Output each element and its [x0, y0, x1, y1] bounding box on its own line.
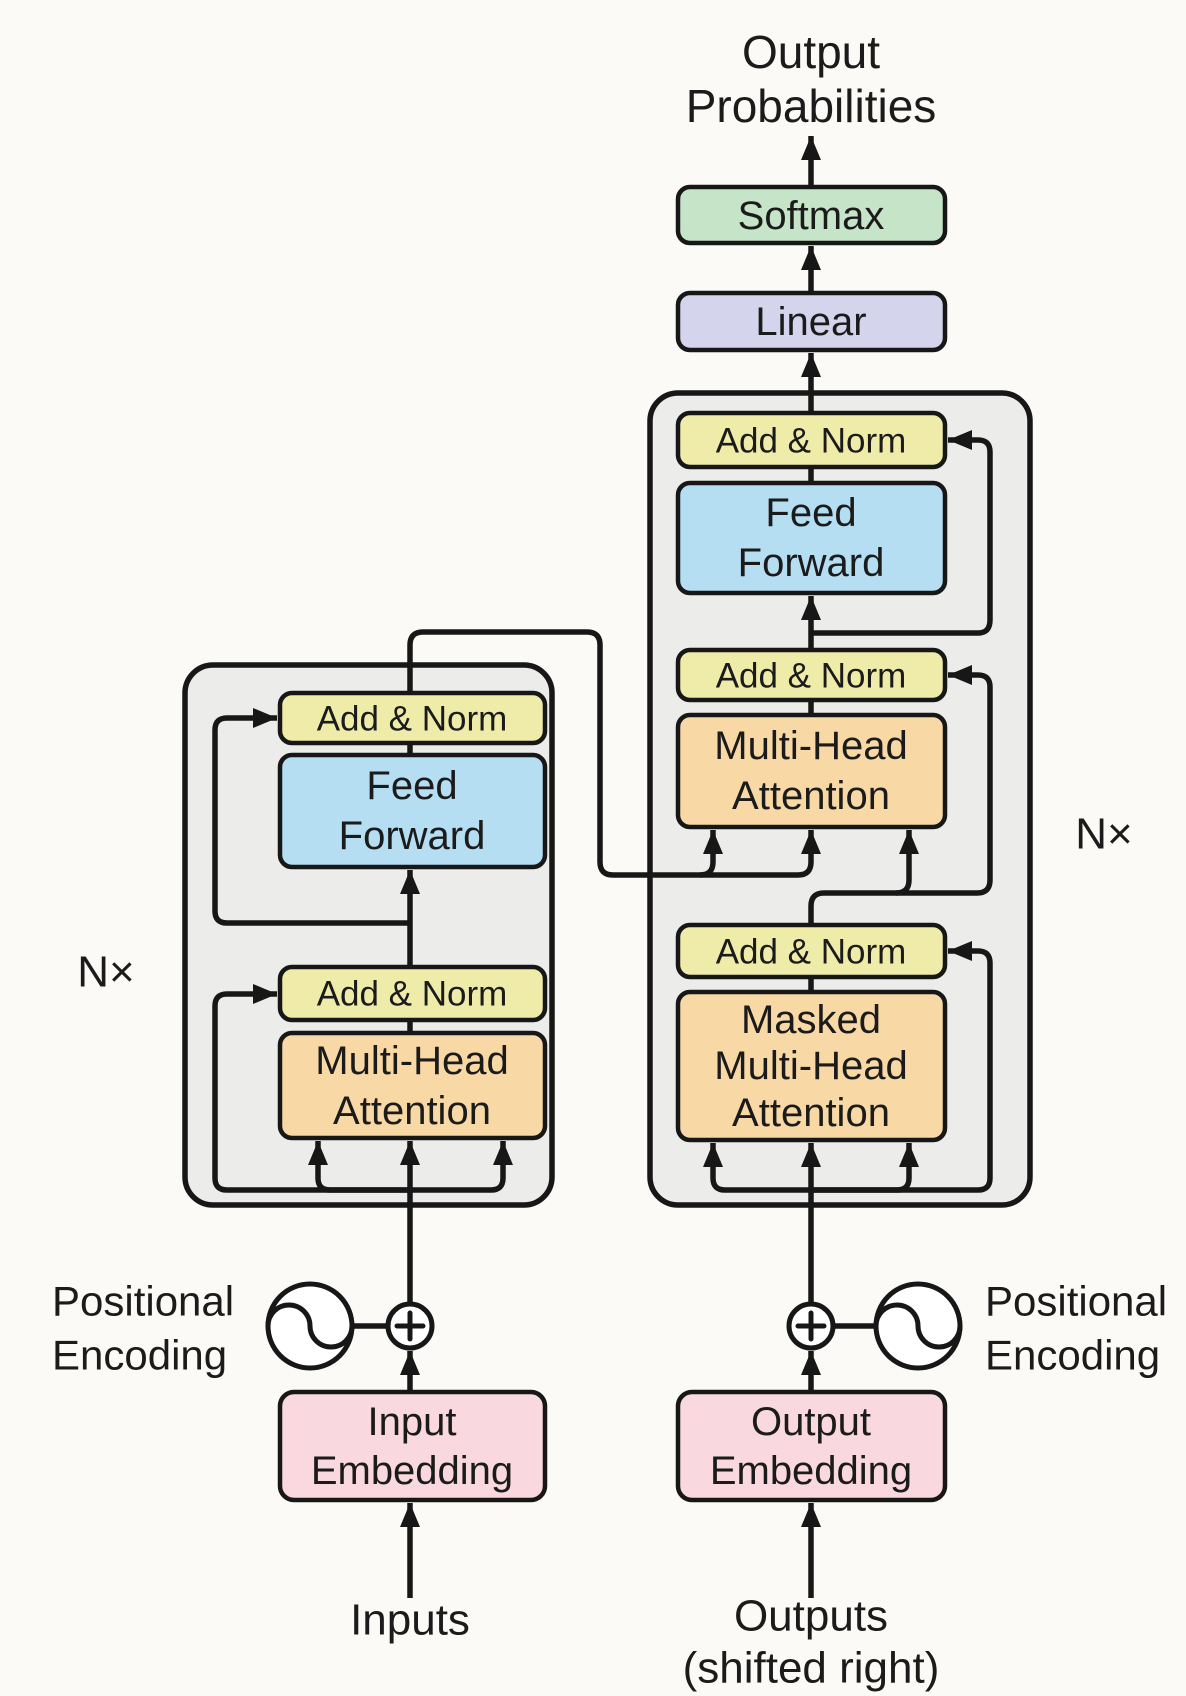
decoder-connections: [703, 136, 993, 1598]
feed-forward-label-line2: Forward: [738, 541, 885, 585]
add-norm-box: [277, 690, 548, 746]
sine-wave-icon: [265, 1302, 355, 1350]
add-norm-box: [277, 964, 548, 1023]
add-norm-label: Add & Norm: [317, 700, 508, 739]
linear-block: Linear: [675, 290, 948, 353]
mha-label-line1: Multi-Head: [315, 1039, 508, 1083]
input-embedding-label-line1: Input: [368, 1400, 457, 1444]
encoder-mha-right-branch-arrow: [410, 1141, 513, 1193]
decoder-residual-2-arrow: [808, 665, 993, 925]
output-embedding-block: Output Embedding: [675, 1389, 948, 1503]
encoder-addnorm-bottom-block: Add & Norm: [277, 964, 548, 1023]
feed-forward-box: [277, 752, 548, 870]
input-embedding-box: [277, 1389, 548, 1503]
masked-mha-label-line2: Multi-Head: [714, 1044, 907, 1088]
positional-encoding-left-symbol: [265, 1281, 435, 1371]
linear-label: Linear: [755, 300, 866, 344]
output-probabilities-label-line1: Output: [742, 26, 880, 78]
mha-label-line2: Attention: [333, 1089, 491, 1133]
masked-mha-label-line3: Attention: [732, 1091, 890, 1135]
output-embedding-label-line1: Output: [751, 1400, 871, 1444]
sine-wave-icon: [873, 1302, 963, 1350]
inputs-label: Inputs: [350, 1596, 470, 1645]
decoder-residual-3-arrow: [811, 430, 993, 636]
add-norm-box: [675, 647, 948, 703]
output-probabilities-label-line2: Probabilities: [686, 80, 937, 132]
decoder-addnorm-mid-block: Add & Norm: [675, 647, 948, 703]
decoder-addnorm-bottom-block: Add & Norm: [675, 922, 948, 980]
softmax-box: [675, 184, 948, 246]
outputs-label-line2: (shifted right): [683, 1644, 940, 1693]
encoder-output-branch-arrow: [699, 830, 723, 878]
positional-encoding-right-line1: Positional: [985, 1278, 1167, 1325]
encoder-residual-1-arrow: [212, 984, 410, 1193]
mha-label-line1: Multi-Head: [714, 724, 907, 768]
encoder-feed-forward-block: Feed Forward: [277, 752, 548, 870]
linear-box: [675, 290, 948, 353]
plus-sign-icon: [795, 1310, 827, 1342]
decoder-query-branch-arrow: [895, 830, 919, 896]
positional-encoding-left-line1: Positional: [52, 1278, 234, 1325]
add-norm-label: Add & Norm: [716, 422, 907, 461]
multi-head-attention-box: [675, 712, 948, 830]
output-embedding-box: [675, 1389, 948, 1503]
input-embedding-block: Input Embedding: [277, 1389, 548, 1503]
encoder-multi-head-attention-block: Multi-Head Attention: [277, 1030, 548, 1141]
positional-encoding-right-line2: Encoding: [985, 1332, 1160, 1379]
outputs-label-line1: Outputs: [734, 1592, 888, 1641]
softmax-label: Softmax: [738, 194, 885, 238]
feed-forward-box: [675, 480, 948, 596]
add-norm-label: Add & Norm: [317, 975, 508, 1014]
mha-label-line2: Attention: [732, 774, 890, 818]
feed-forward-label-line1: Feed: [366, 764, 457, 808]
add-norm-label: Add & Norm: [716, 657, 907, 696]
n-times-label-right: N×: [1075, 810, 1132, 859]
masked-mha-label-line1: Masked: [741, 998, 881, 1042]
add-norm-box: [675, 922, 948, 980]
decoder-multi-head-attention-block: Multi-Head Attention: [675, 712, 948, 830]
add-norm-label: Add & Norm: [716, 933, 907, 972]
encoder-output-to-decoder-arrow: [407, 629, 821, 878]
decoder-residual-1-arrow: [811, 941, 993, 1193]
positional-encoding-right-symbol: [786, 1281, 963, 1371]
n-times-label-left: N×: [77, 948, 134, 997]
input-embedding-label-line2: Embedding: [311, 1449, 513, 1493]
output-embedding-label-line2: Embedding: [710, 1449, 912, 1493]
positional-encoding-left-line2: Encoding: [52, 1332, 227, 1379]
multi-head-attention-box: [277, 1030, 548, 1141]
softmax-block: Softmax: [675, 184, 948, 246]
masked-multi-head-attention-box: [675, 989, 948, 1143]
decoder-addnorm-top-block: Add & Norm: [675, 410, 948, 470]
encoder-addnorm-top-block: Add & Norm: [277, 690, 548, 746]
decoder-feed-forward-block: Feed Forward: [675, 480, 948, 596]
masked-mha-left-branch-arrow: [703, 1143, 811, 1193]
masked-multi-head-attention-block: Masked Multi-Head Attention: [675, 989, 948, 1143]
encoder-residual-2-arrow: [212, 708, 410, 926]
feed-forward-label-line1: Feed: [765, 491, 856, 535]
plus-sign-icon: [394, 1310, 426, 1342]
feed-forward-label-line2: Forward: [339, 814, 486, 858]
add-norm-box: [675, 410, 948, 470]
